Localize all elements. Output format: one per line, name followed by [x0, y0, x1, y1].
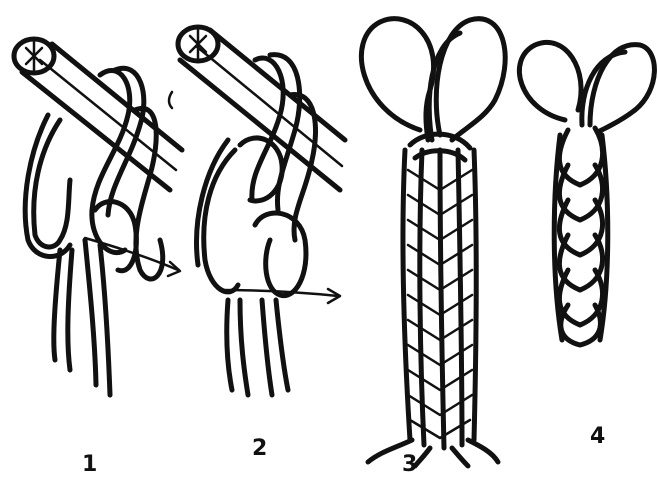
- braid-column: [403, 134, 476, 448]
- panel-4-number: 4: [590, 424, 605, 449]
- rope-strand: [262, 300, 272, 395]
- rope-strand: [68, 250, 72, 370]
- rope-end-right: [468, 440, 498, 462]
- panel-1-illustration: [14, 39, 182, 395]
- top-loop-right: [590, 45, 654, 132]
- stray-mark: [169, 92, 172, 108]
- rope-loop: [240, 138, 282, 201]
- rope-strand: [227, 300, 232, 390]
- rope-end-mid: [452, 448, 468, 466]
- rope-strand: [100, 245, 110, 395]
- rope-strand: [197, 140, 228, 265]
- panel-3-illustration: [361, 19, 505, 466]
- rope-strand: [276, 300, 288, 390]
- panel-4-illustration: [519, 42, 654, 345]
- rope-strand: [85, 240, 96, 385]
- panel-3-number: 3: [402, 452, 417, 477]
- rope-loop: [108, 68, 144, 215]
- rope-strand: [240, 300, 248, 395]
- top-loop-left: [361, 19, 433, 140]
- rope-strand: [54, 250, 60, 360]
- top-loop-left: [519, 42, 581, 120]
- panel-2-illustration: [169, 27, 345, 395]
- chain-braid: [554, 128, 608, 345]
- panel-2-number: 2: [252, 436, 267, 461]
- top-loop-right-inner: [429, 33, 460, 140]
- top-loop-right: [436, 19, 505, 140]
- rope-loop: [255, 213, 306, 296]
- panel-1-number: 1: [82, 452, 97, 477]
